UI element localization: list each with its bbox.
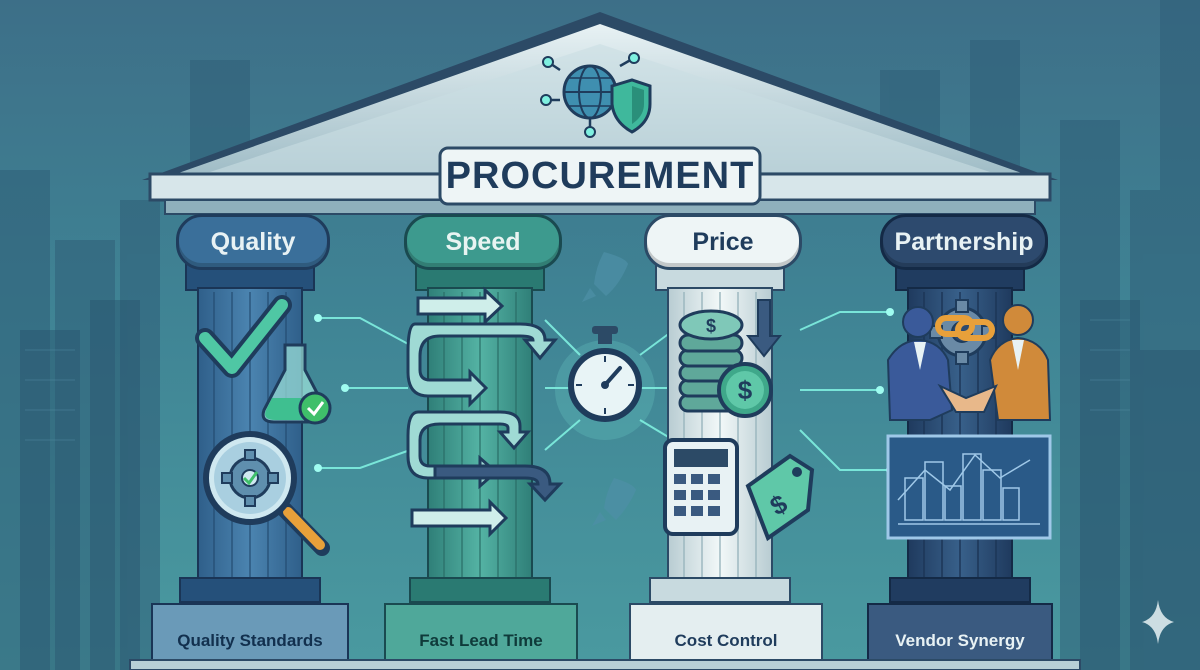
down-arrow-icon [745, 299, 783, 358]
arrows-flow-icon [406, 286, 564, 538]
stopwatch-icon [555, 326, 655, 440]
pillar-label-partnership: Partnership [880, 214, 1048, 270]
base-label-partnership: Vendor Synergy [895, 631, 1025, 650]
dollar-coin-icon: $ [717, 362, 773, 418]
page-title: PROCUREMENT [445, 154, 755, 197]
chart-board-icon [886, 434, 1052, 540]
base-label-quality: Quality Standards [177, 631, 323, 650]
title-plaque [438, 146, 762, 206]
gear-link-icon [929, 299, 995, 365]
pillar-label-price: Price [644, 214, 802, 270]
checkmark-icon [195, 295, 292, 378]
flask-icon [261, 343, 332, 425]
svg-text:$: $ [738, 375, 753, 405]
magnifier-gear-icon [203, 431, 330, 556]
sparkle-icon [1142, 600, 1174, 644]
base-label-price: Cost Control [674, 631, 778, 650]
pillar-speed [384, 261, 578, 665]
rocket-icon [582, 252, 636, 526]
pillar-label-quality: Quality [176, 214, 330, 270]
pillar-label-speed: Speed [404, 214, 562, 270]
calculator-icon [663, 438, 739, 536]
connection-lines [318, 311, 890, 471]
globe-shield-icon [540, 52, 652, 138]
handshake-icon [886, 304, 1052, 421]
svg-text:$: $ [706, 316, 716, 336]
price-tag-icon: $ [745, 453, 815, 542]
base-label-speed: Fast Lead Time [419, 631, 543, 650]
